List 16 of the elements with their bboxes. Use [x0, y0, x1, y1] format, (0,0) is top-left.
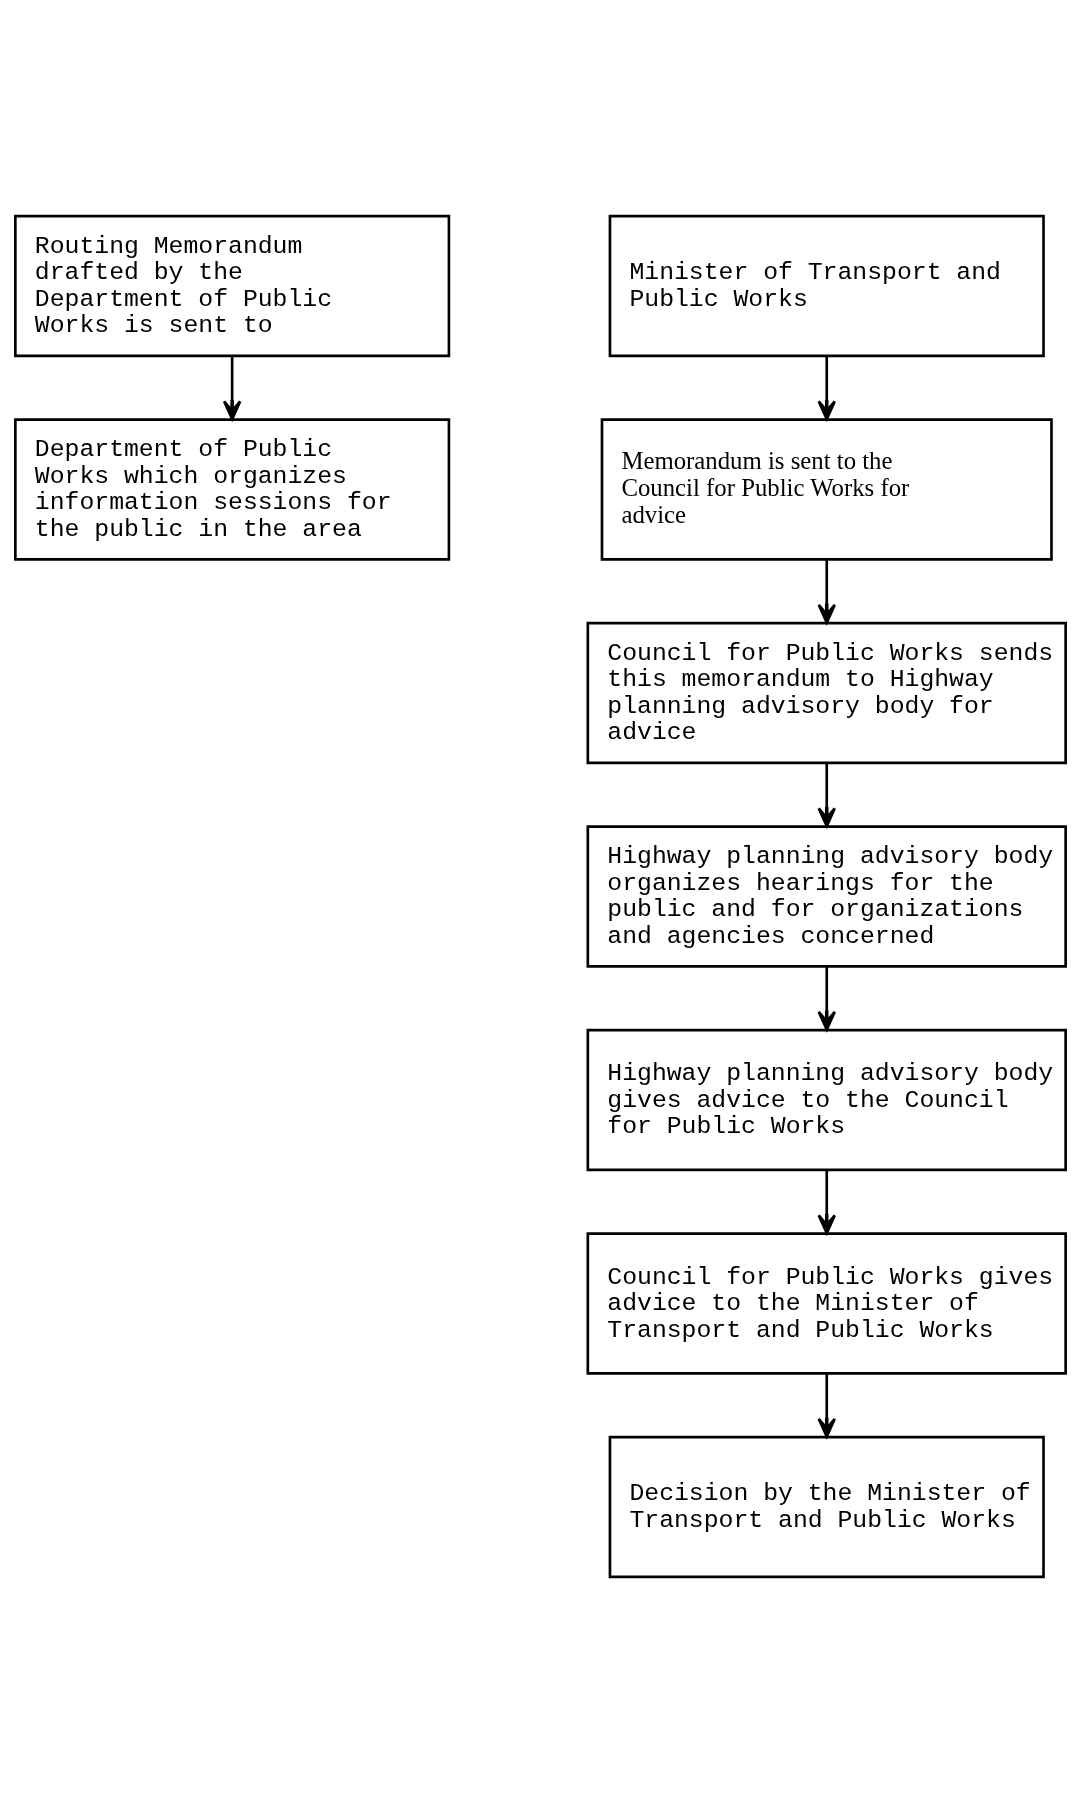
arrow — [817, 1170, 837, 1235]
node-box: Highway planning advisory body gives advice to the Council for Public Works — [586, 1028, 1067, 1172]
node-box: Highway planning advisory body organizes hearings for the public and for organizations and agencies concerned — [586, 825, 1067, 968]
node-box: Routing Memorandum drafted by the Department of Public Works is sent to — [14, 214, 451, 358]
node-box: Memorandum is sent to the Council for Public Works for advice — [600, 418, 1053, 561]
node-box: Department of Public Works which organizes information sessions for the public in the area — [14, 418, 451, 561]
node-box: Council for Public Works gives advice to the Minister of Transport and Public Works — [586, 1232, 1067, 1375]
arrow — [817, 763, 837, 828]
arrow — [817, 356, 837, 421]
arrow — [817, 1373, 837, 1438]
node-box: Decision by the Minister of Transport and Public Works — [608, 1435, 1045, 1579]
node-box: Council for Public Works sends this memorandum to Highway planning advisory body for advice — [586, 621, 1067, 765]
node-box: Minister of Transport and Public Works — [608, 214, 1045, 358]
arrow — [817, 966, 837, 1031]
arrow — [817, 559, 837, 624]
arrow — [222, 356, 242, 421]
